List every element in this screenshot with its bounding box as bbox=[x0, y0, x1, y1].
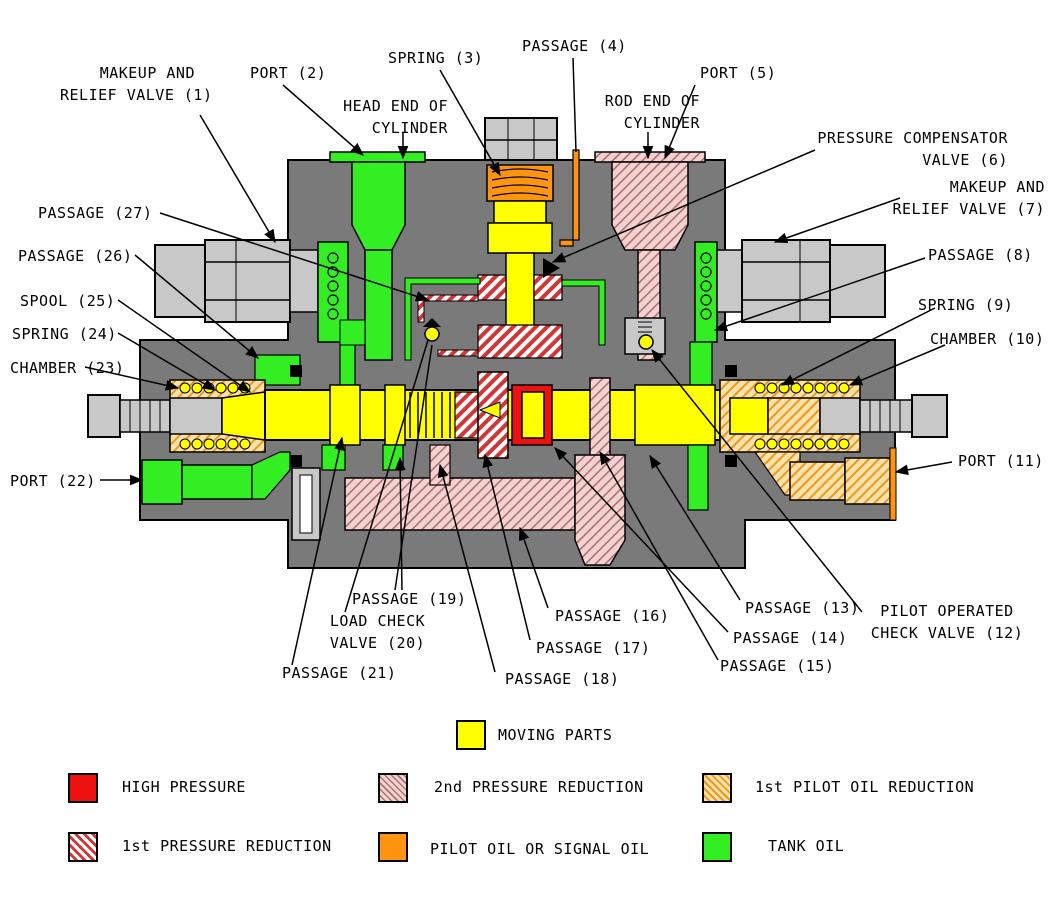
label-chamber-23: CHAMBER (23) bbox=[10, 359, 125, 377]
legend-swatch-moving-parts bbox=[456, 720, 486, 750]
legend-label-tank-oil: TANK OIL bbox=[768, 837, 845, 855]
makeup-relief-valve-1 bbox=[154, 239, 349, 343]
leader-lines bbox=[84, 57, 953, 673]
pilot-operated-check-valve-12 bbox=[624, 317, 666, 355]
label-passage-26: PASSAGE (26) bbox=[18, 247, 133, 265]
legend-swatch-pilot-oil bbox=[378, 832, 408, 862]
compensator-cap bbox=[484, 117, 558, 161]
label-passage-13: PASSAGE (13) bbox=[745, 599, 860, 617]
label-makeup-relief-valve-7: MAKEUP AND RELIEF VALVE (7) bbox=[892, 178, 1045, 218]
spool-assembly bbox=[87, 371, 948, 459]
port-11 bbox=[753, 447, 897, 521]
label-passage-8: PASSAGE (8) bbox=[928, 246, 1033, 264]
legend-label-2nd-pressure-reduction: 2nd PRESSURE REDUCTION bbox=[434, 778, 644, 796]
legend-label-1st-pilot-oil-reduction: 1st PILOT OIL REDUCTION bbox=[755, 778, 975, 796]
legend-swatch-1st-pilot-oil-reduction bbox=[702, 773, 732, 803]
passage-26 bbox=[254, 354, 301, 386]
label-passage-19: PASSAGE (19) bbox=[352, 590, 467, 608]
passage-4-pilot-line bbox=[559, 149, 580, 247]
load-check-valve-ball bbox=[424, 326, 440, 342]
port-2-head-end bbox=[329, 151, 426, 361]
passage-8 bbox=[689, 341, 713, 389]
legend-swatch-high-pressure bbox=[68, 773, 98, 803]
legend-label-moving-parts: MOVING PARTS bbox=[498, 726, 613, 744]
label-pressure-compensator-valve-6: PRESSURE COMPENSATOR VALVE (6) bbox=[817, 129, 1008, 169]
label-pilot-operated-check-valve-12: PILOT OPERATED CHECK VALVE (12) bbox=[870, 602, 1024, 642]
label-passage-17: PASSAGE (17) bbox=[536, 639, 651, 657]
legend-swatch-2nd-pressure-reduction bbox=[378, 773, 408, 803]
label-passage-14: PASSAGE (14) bbox=[733, 629, 848, 647]
label-port-11: PORT (11) bbox=[958, 452, 1044, 470]
legend-swatch-1st-pressure-reduction bbox=[68, 832, 98, 862]
label-spool-25: SPOOL (25) bbox=[20, 292, 116, 310]
label-spring-24: SPRING (24) bbox=[12, 325, 117, 343]
label-load-check-valve-20: LOAD CHECK VALVE (20) bbox=[329, 612, 426, 652]
pressure-compensator-valve-6 bbox=[477, 164, 563, 359]
label-rod-end-of-cylinder: ROD END OF CYLINDER bbox=[604, 92, 700, 132]
label-passage-15: PASSAGE (15) bbox=[720, 657, 835, 675]
label-passage-21: PASSAGE (21) bbox=[282, 664, 397, 682]
label-spring-9: SPRING (9) bbox=[918, 296, 1014, 314]
label-port-2: PORT (2) bbox=[250, 64, 327, 82]
label-head-end-of-cylinder: HEAD END OF CYLINDER bbox=[343, 97, 448, 137]
label-spring-3: SPRING (3) bbox=[388, 49, 484, 67]
label-port-5: PORT (5) bbox=[700, 64, 777, 82]
label-makeup-relief-valve-1: MAKEUP AND RELIEF VALVE (1) bbox=[60, 64, 213, 104]
label-chamber-10: CHAMBER (10) bbox=[930, 330, 1045, 348]
label-passage-4: PASSAGE (4) bbox=[522, 37, 627, 55]
legend-label-high-pressure: HIGH PRESSURE bbox=[122, 778, 246, 796]
legend-label-1st-pressure-reduction: 1st PRESSURE REDUCTION bbox=[122, 837, 332, 855]
legend-swatch-tank-oil bbox=[702, 832, 732, 862]
legend-label-pilot-oil: PILOT OIL OR SIGNAL OIL bbox=[430, 840, 650, 858]
label-passage-16: PASSAGE (16) bbox=[555, 607, 670, 625]
label-passage-18: PASSAGE (18) bbox=[505, 670, 620, 688]
label-port-22: PORT (22) bbox=[10, 472, 96, 490]
label-passage-27: PASSAGE (27) bbox=[38, 204, 153, 222]
port-22 bbox=[141, 451, 291, 505]
